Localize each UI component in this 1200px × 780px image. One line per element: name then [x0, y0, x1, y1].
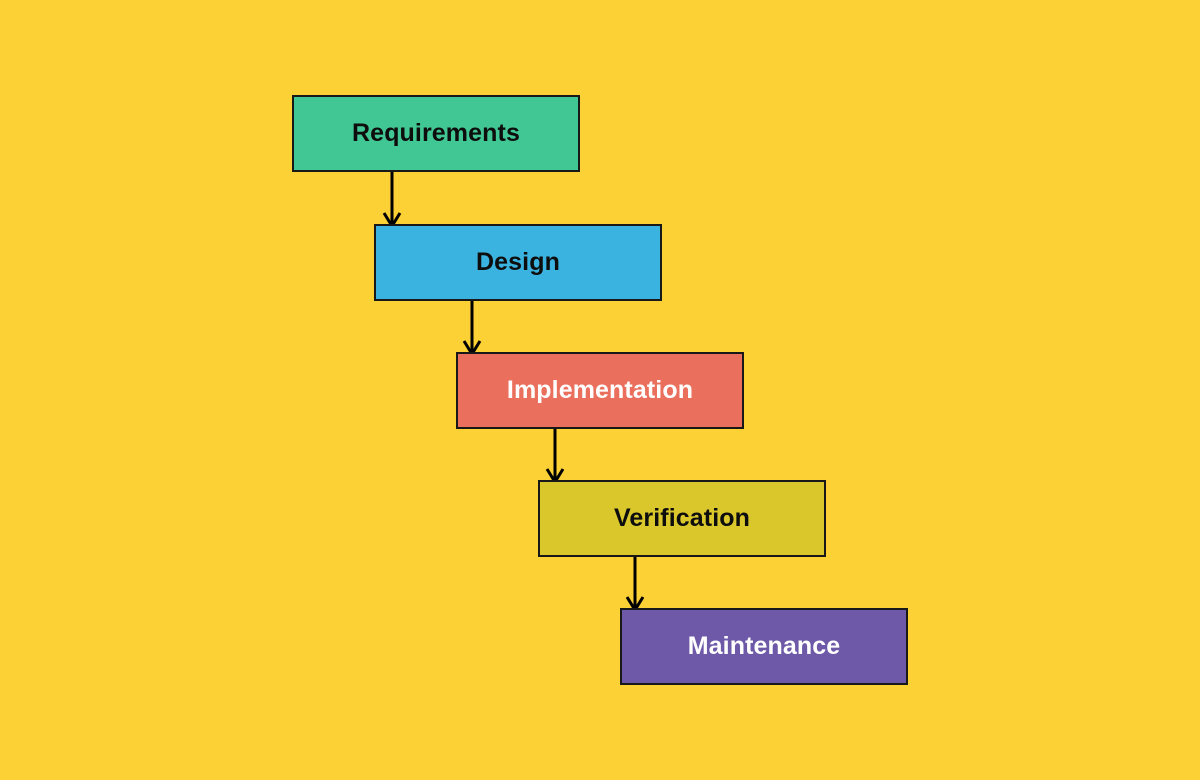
- stage-label-implementation: Implementation: [506, 376, 694, 404]
- stage-label-verification: Verification: [614, 504, 750, 532]
- arrow-design-to-implementation: [462, 301, 482, 357]
- arrow-implementation-to-verification: [545, 429, 565, 485]
- stage-box-verification[interactable]: Verification: [538, 480, 826, 557]
- stage-label-design: Design: [476, 248, 560, 276]
- stage-box-design[interactable]: Design: [374, 224, 662, 301]
- stage-label-maintenance: Maintenance: [687, 632, 841, 660]
- stage-box-maintenance[interactable]: Maintenance: [620, 608, 908, 685]
- arrow-verification-to-maintenance: [625, 557, 645, 613]
- stage-box-requirements[interactable]: Requirements: [292, 95, 580, 172]
- stage-label-requirements: Requirements: [352, 119, 520, 147]
- arrow-requirements-to-design: [382, 172, 402, 229]
- stage-box-implementation[interactable]: Implementation: [456, 352, 744, 429]
